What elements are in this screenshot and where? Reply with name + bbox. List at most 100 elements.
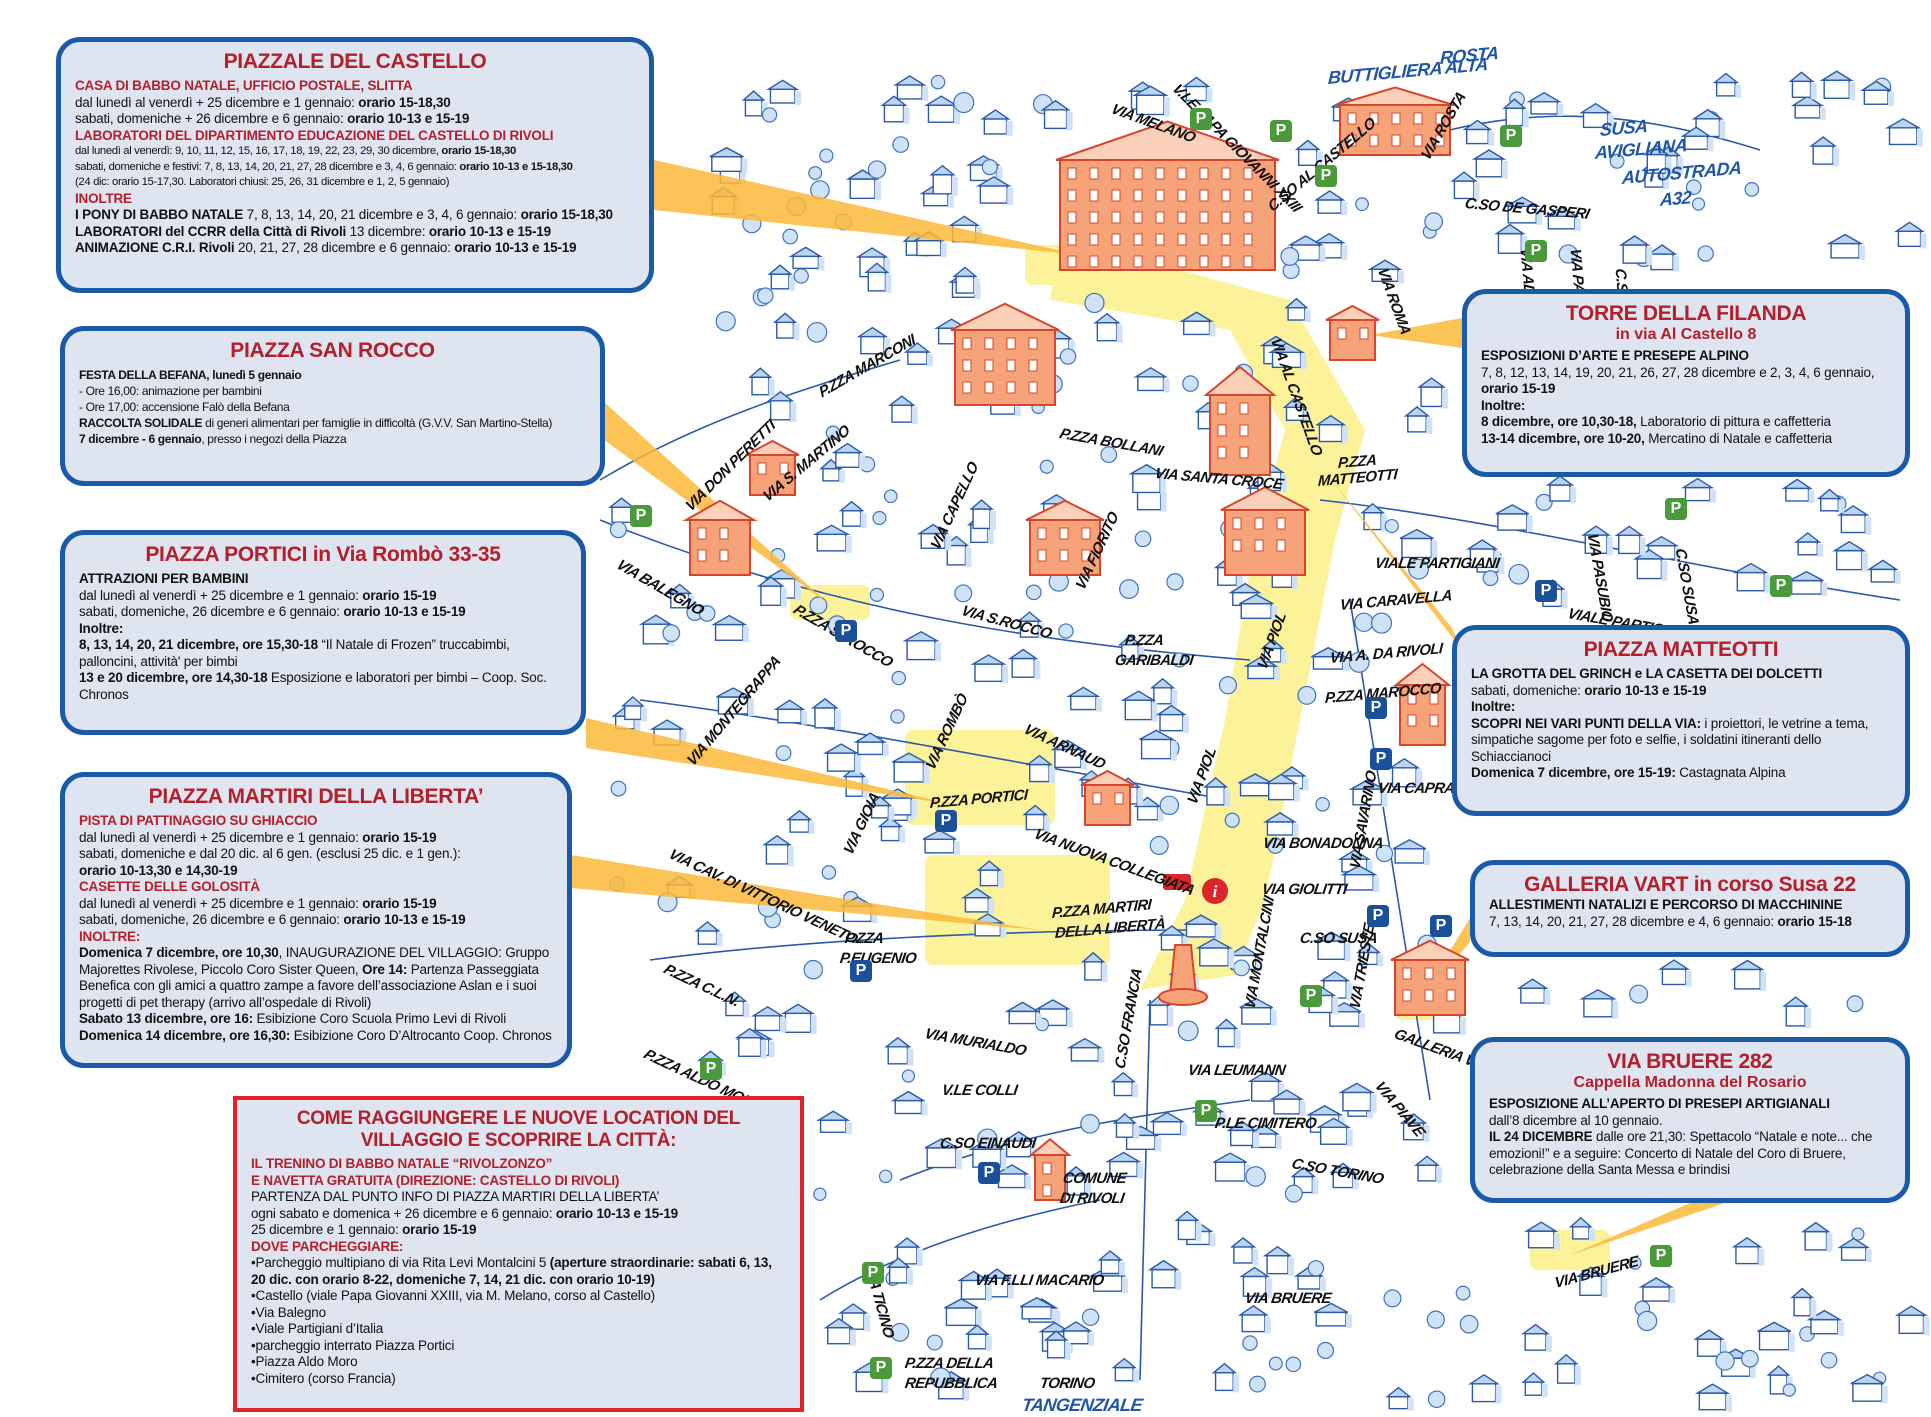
palazzo	[1025, 499, 1105, 576]
info-line: PISTA DI PATTINAGGIO SU GHIACCIO	[79, 813, 553, 830]
house-icon	[1155, 704, 1189, 733]
parking-icon-green[interactable]: P	[1650, 1245, 1672, 1267]
info-text: orario 10-13 e 15-19	[343, 912, 466, 927]
info-text: INOLTRE:	[79, 928, 141, 944]
info-text: dal lunedì al venerdì + 25 dicembre e 1 …	[79, 829, 363, 845]
house-icon	[1356, 942, 1384, 967]
tree-icon	[1628, 1256, 1642, 1270]
info-text: 7, 13, 14, 20, 21, 27, 28 dicembre e 4, …	[1489, 913, 1778, 929]
info-line: sabati, domeniche e dal 20 dic. al 6 gen…	[79, 846, 553, 863]
parking-icon-blue[interactable]: P	[978, 1162, 1000, 1184]
house-icon	[823, 1317, 856, 1346]
street-label: TORINO	[1038, 1375, 1096, 1392]
parking-icon-green[interactable]: P	[1500, 125, 1522, 147]
house-icon	[773, 699, 808, 725]
parking-icon-blue[interactable]: P	[1365, 697, 1387, 719]
house-icon	[1267, 342, 1307, 370]
tree-icon	[1383, 1289, 1402, 1308]
parking-icon-blue[interactable]: P	[1535, 580, 1557, 602]
parking-icon-green[interactable]: P	[1315, 165, 1337, 187]
tree-icon	[1268, 1356, 1283, 1371]
house-icon	[1132, 85, 1171, 117]
info-line: dall’8 dicembre al 10 gennaio.	[1489, 1113, 1891, 1130]
house-icon	[1693, 1329, 1727, 1359]
info-line: sabati, domeniche: orario 10-13 e 15-19	[1471, 683, 1891, 700]
house-icon	[845, 169, 881, 201]
parking-icon-blue[interactable]: P	[1367, 905, 1389, 927]
tree-icon	[1081, 1308, 1100, 1326]
house-icon	[884, 1036, 914, 1066]
house-icon	[1313, 190, 1348, 216]
info-line: dal lunedì al venerdì + 25 dicembre e 1 …	[75, 95, 635, 112]
parking-icon-green[interactable]: P	[1665, 498, 1687, 520]
tree-icon	[1508, 563, 1530, 585]
house-icon	[1338, 1082, 1377, 1113]
info-line: RACCOLTA SOLIDALE di generi alimentari p…	[79, 415, 586, 431]
tree-icon	[1307, 1260, 1325, 1277]
info-text: di generi alimentari per famiglie in dif…	[202, 416, 552, 430]
house-icon	[1313, 1302, 1352, 1328]
parking-icon-green[interactable]: P	[1525, 240, 1547, 262]
house-icon	[952, 266, 980, 296]
house-icon	[975, 176, 1014, 206]
house-icon	[887, 395, 918, 425]
parking-icon-green[interactable]: P	[1190, 108, 1212, 130]
parking-icon-green[interactable]: P	[1300, 985, 1322, 1007]
house-icon	[1465, 539, 1501, 570]
tree-icon	[1355, 197, 1369, 212]
house-icon	[767, 264, 795, 291]
info-text: orario 10-13 e 15-19	[454, 240, 577, 255]
info-text: Esibizione Coro D’Altrocanto Coop. Chron…	[290, 1027, 552, 1043]
parking-icon-green[interactable]: P	[1270, 120, 1292, 142]
street-label: P.ZZA	[1123, 632, 1165, 649]
info-text: LABORATORI del CCRR della Città di Rivol…	[75, 223, 347, 239]
info-text: INOLTRE	[75, 190, 132, 206]
info-line: ESPOSIZIONI D’ARTE E PRESEPE ALPINO	[1481, 348, 1891, 365]
parking-icon-blue[interactable]: P	[850, 960, 872, 982]
tree-icon	[1691, 197, 1706, 211]
tree-icon	[1348, 651, 1370, 673]
info-text: I PONY DI BABBO NATALE	[75, 207, 244, 222]
parking-icon-green[interactable]: P	[1195, 1100, 1217, 1122]
tree-icon	[610, 780, 627, 797]
info-line: 13-14 dicembre, ore 10-20, Mercatino di …	[1481, 431, 1891, 448]
house-icon	[666, 583, 695, 610]
house-icon	[788, 246, 825, 271]
parking-icon-blue[interactable]: P	[935, 810, 957, 832]
house-icon	[1112, 1112, 1140, 1140]
house-icon	[1311, 646, 1349, 672]
parking-icon-green[interactable]: P	[862, 1262, 884, 1284]
house-icon	[1002, 1131, 1037, 1159]
house-icon	[1111, 1357, 1140, 1383]
info-line: Domenica 7 dicembre, ore 10,30, INAUGURA…	[79, 945, 553, 1011]
tree-icon	[782, 228, 799, 245]
parking-icon-blue[interactable]: P	[835, 620, 857, 642]
info-box-raggiungere: COME RAGGIUNGERE LE NUOVE LOCATION DEL V…	[233, 1096, 804, 1412]
info-text: dall’8 dicembre al 10 gennaio.	[1489, 1112, 1663, 1128]
parking-icon-green[interactable]: P	[630, 505, 652, 527]
info-text: orario 15-19	[362, 587, 437, 603]
house-icon	[916, 523, 952, 551]
street-label: REPUBBLICA	[903, 1375, 999, 1392]
parking-icon-green[interactable]: P	[870, 1357, 892, 1379]
house-icon	[1495, 504, 1533, 533]
info-text: 25 dicembre e 1 gennaio:	[251, 1222, 403, 1237]
info-text: Domenica 7 dicembre, ore 15-19:	[1471, 765, 1676, 780]
collegiata-church	[950, 302, 1060, 406]
house-icon	[1884, 117, 1923, 147]
house-icon	[1120, 690, 1158, 722]
parking-icon-blue[interactable]: P	[1370, 748, 1392, 770]
street-line	[599, 519, 1251, 661]
house-icon	[1788, 71, 1817, 100]
house-icon	[1149, 677, 1178, 706]
house-icon	[1214, 1018, 1241, 1049]
house-icon	[961, 887, 995, 914]
info-line: SCOPRI NEI VARI PUNTI DELLA VIA: i proie…	[1471, 716, 1891, 766]
parking-icon-green[interactable]: P	[700, 1058, 722, 1080]
house-icon	[649, 719, 687, 747]
parking-icon-blue[interactable]: P	[1430, 915, 1452, 937]
info-text: Laboratorio di pittura e caffetteria	[1636, 414, 1831, 429]
tree-icon	[954, 584, 973, 603]
tree-icon	[1426, 1310, 1445, 1329]
parking-icon-green[interactable]: P	[1770, 575, 1792, 597]
